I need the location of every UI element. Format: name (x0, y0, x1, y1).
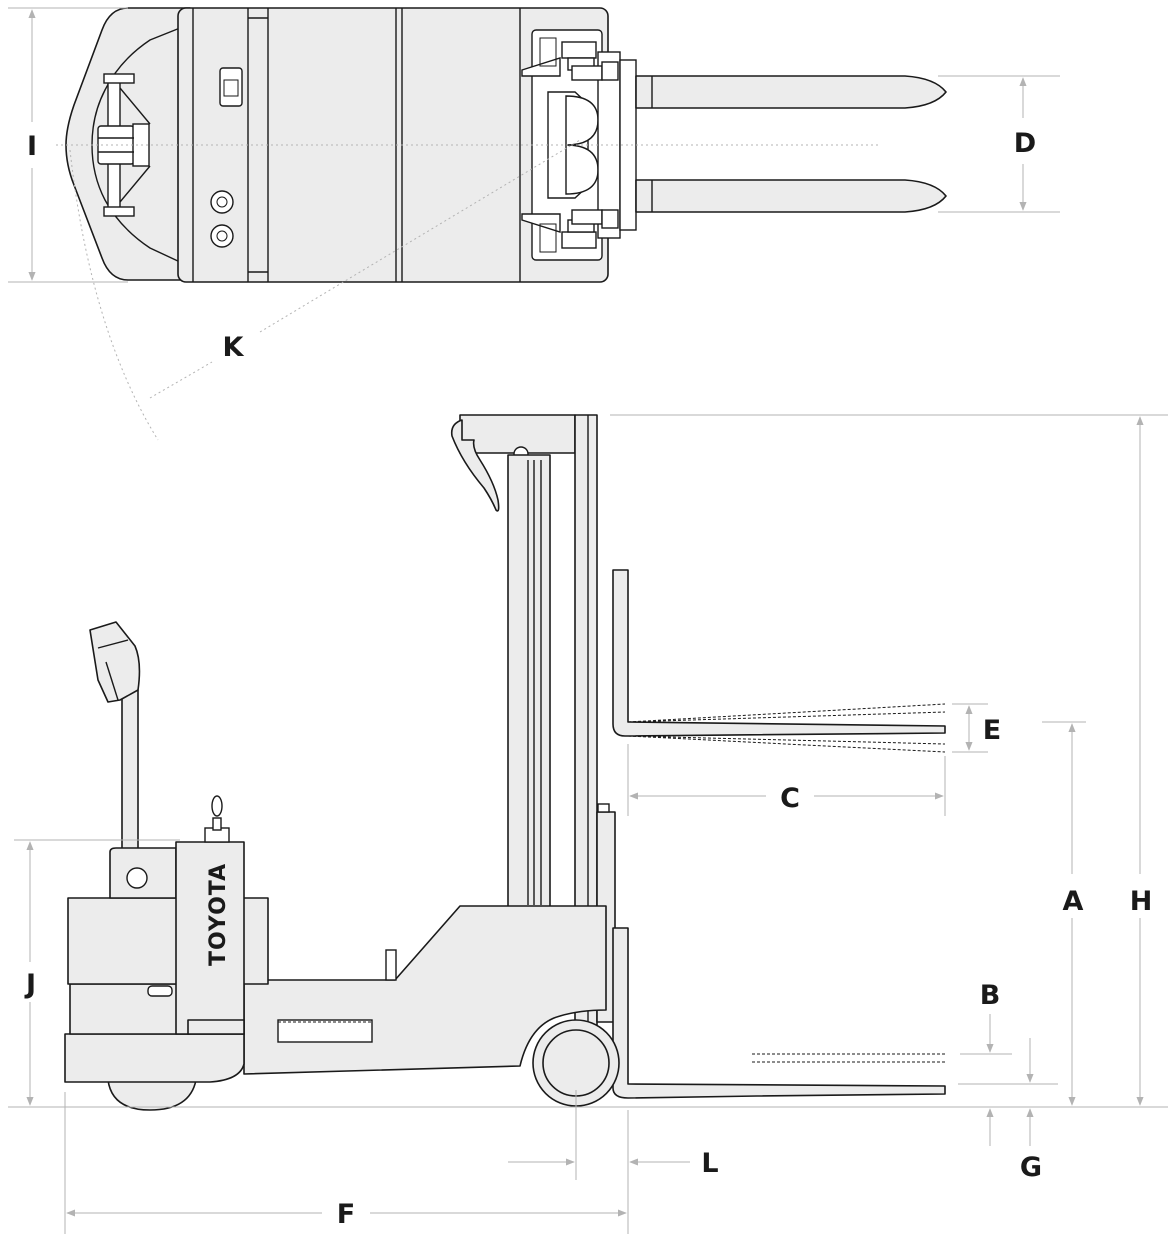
dimension-L: L (508, 1090, 719, 1180)
side-view-tiller (121, 689, 139, 853)
top-view-fork-upper (635, 75, 947, 109)
dimension-G: G (958, 1038, 1058, 1183)
label-E: E (983, 715, 1001, 746)
brand-logo: TOYOTA (206, 863, 231, 966)
side-view-fork-raised (612, 569, 946, 737)
side-view-mast-channel (507, 454, 551, 911)
side-view-platform (64, 1033, 245, 1083)
dimension-F: F (64, 1092, 629, 1234)
top-view-fork-lower (635, 179, 947, 213)
side-view-drive-wheel (107, 1079, 197, 1111)
dimension-K: K (69, 139, 581, 441)
label-F: F (337, 1199, 355, 1230)
label-I: I (27, 131, 37, 162)
side-view-tiller-head (89, 621, 141, 703)
label-B: B (980, 980, 1001, 1011)
side-view: TOYOTA (64, 414, 946, 1111)
side-view-mast-hook (450, 419, 500, 512)
top-view-handle-cap-top (103, 73, 135, 84)
label-K: K (223, 332, 245, 363)
top-view-mast (521, 29, 637, 261)
top-view-button-1 (210, 190, 234, 214)
dimension-H: H (610, 414, 1168, 1106)
label-J: J (24, 969, 36, 1000)
top-view-button-2 (210, 224, 234, 248)
top-view-handle-arm-bottom (119, 165, 151, 203)
top-view-handle-arm-top (119, 87, 151, 125)
side-view-mast-top (459, 414, 576, 454)
dimension-A: A (1042, 721, 1086, 1106)
dimension-B: B (960, 980, 1012, 1055)
dimension-I: I (8, 7, 128, 283)
label-D: D (1014, 128, 1036, 159)
top-view-handle-cap-bottom (103, 206, 135, 217)
side-view-label-plate (277, 1019, 373, 1043)
dimension-E: E (952, 703, 1001, 753)
side-view-fork-lowered (612, 927, 946, 1099)
side-view-key-knob (211, 795, 223, 817)
top-view-hatch (219, 67, 243, 107)
label-A: A (1063, 886, 1084, 917)
dimension-J: J (14, 839, 180, 1106)
dimension-C: C (627, 744, 946, 816)
label-C: C (780, 783, 800, 814)
label-G: G (1020, 1152, 1042, 1183)
top-view (56, 7, 947, 283)
dimension-D: D (938, 75, 1060, 213)
label-L: L (701, 1148, 718, 1179)
side-view-control-tower (175, 841, 245, 1035)
label-H: H (1130, 886, 1153, 917)
